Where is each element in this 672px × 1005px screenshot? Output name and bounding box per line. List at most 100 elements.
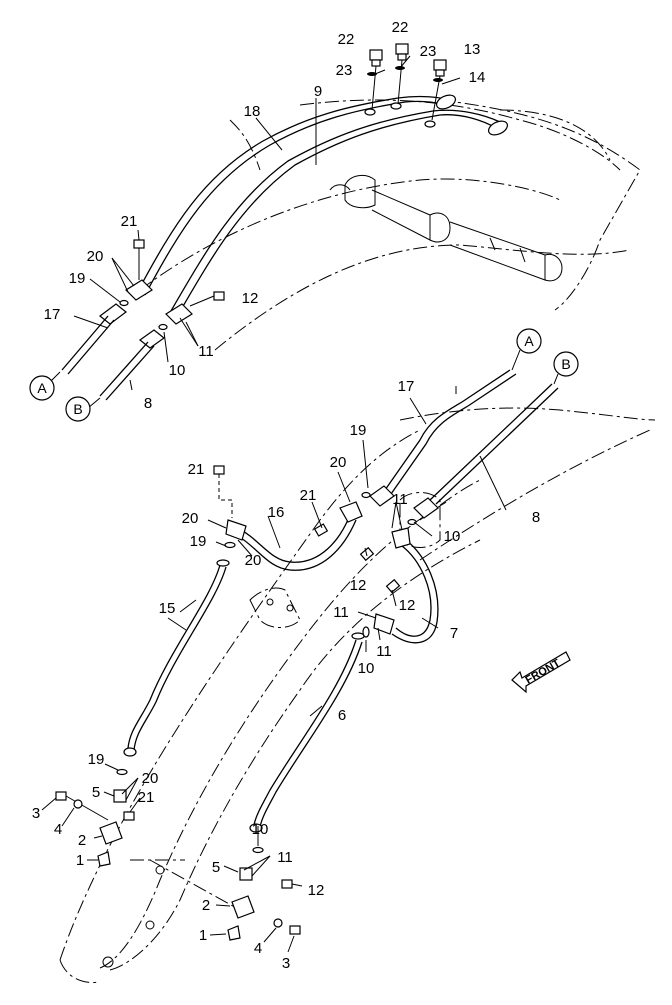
callout-21: 21	[138, 789, 155, 806]
leaders-low	[41, 763, 303, 953]
callout-11: 11	[333, 604, 349, 621]
oring-10-top	[158, 323, 168, 331]
connector-a-mid-label: A	[524, 333, 534, 349]
fitting-22-right	[390, 43, 409, 110]
callout-17: 17	[398, 378, 415, 395]
oring-10-low	[362, 626, 370, 638]
callout-14: 14	[469, 69, 486, 86]
callout-17: 17	[44, 306, 61, 323]
pipe-17-mid	[369, 369, 517, 507]
fitting-22-left	[364, 49, 383, 116]
boom-hole-1	[155, 865, 165, 875]
callout-3: 3	[282, 955, 290, 972]
bolt-21-top	[133, 239, 145, 280]
callout-20: 20	[330, 454, 347, 471]
callout-20: 20	[245, 552, 262, 569]
pipe-15	[123, 559, 230, 757]
leaders-mid	[167, 386, 507, 717]
fitting-set-right	[227, 846, 301, 941]
callout-21: 21	[300, 487, 317, 504]
bolt-21-mid	[313, 523, 329, 537]
callout-2: 2	[202, 897, 210, 914]
oring-10-mid	[407, 518, 417, 526]
callout-15: 15	[159, 600, 176, 617]
pipe-18	[137, 95, 449, 296]
callout-22: 22	[338, 31, 355, 48]
callout-21: 21	[121, 213, 138, 230]
callout-1: 1	[76, 852, 84, 869]
callout-3: 3	[32, 805, 40, 822]
callout-4: 4	[54, 821, 62, 838]
flange-8-top	[99, 329, 165, 401]
callout-8: 8	[144, 395, 152, 412]
connector-b-mid-label: B	[561, 356, 570, 372]
callout-12: 12	[242, 290, 259, 307]
boom-cylinder	[329, 174, 563, 282]
callout-16: 16	[268, 504, 285, 521]
callout-13: 13	[464, 41, 481, 58]
callout-9: 9	[314, 83, 322, 100]
bolt-12-top	[189, 291, 225, 307]
boom-hole-5	[286, 604, 294, 612]
callout-1: 1	[199, 927, 207, 944]
flange-18-end	[125, 279, 153, 301]
callout-10: 10	[169, 362, 186, 379]
callout-11: 11	[198, 343, 214, 360]
boom-hole-3	[102, 956, 114, 968]
callout-8: 8	[532, 509, 540, 526]
callout-12: 12	[399, 597, 416, 614]
connector-a-top-label: A	[37, 380, 47, 396]
boom-hole-2	[145, 920, 155, 930]
callout-5: 5	[212, 859, 220, 876]
callout-11: 11	[376, 643, 392, 660]
flange-9-end	[165, 303, 193, 325]
callout-2: 2	[78, 832, 86, 849]
callout-23: 23	[420, 43, 437, 60]
callout-19: 19	[190, 533, 207, 550]
flange-top-right	[435, 94, 509, 136]
boom-hole-4	[266, 598, 274, 606]
callout-12: 12	[350, 577, 367, 594]
callout-11: 11	[392, 491, 408, 508]
front-label: FRONT	[524, 657, 563, 686]
connector-b-mid: B	[553, 351, 579, 385]
oring-19-left	[224, 541, 236, 549]
callout-21: 21	[188, 461, 205, 478]
callout-22: 22	[392, 19, 409, 36]
connector-b-top-label: B	[73, 401, 82, 417]
pipe-9	[167, 109, 501, 321]
boom-outline-lower	[59, 407, 656, 984]
callout-19: 19	[350, 422, 367, 439]
leaders-top	[47, 55, 461, 409]
callout-23: 23	[336, 62, 353, 79]
bolt-21-mid-top	[213, 465, 233, 518]
callout-10: 10	[252, 821, 269, 838]
connector-a-mid: A	[511, 328, 542, 371]
callout-18: 18	[244, 103, 261, 120]
callout-19: 19	[69, 270, 86, 287]
callout-5: 5	[92, 784, 100, 801]
callout-7: 7	[450, 625, 458, 642]
callout-4: 4	[254, 940, 262, 957]
pipe-6	[249, 632, 365, 833]
callout-11: 11	[277, 849, 293, 866]
connector-a-top: A	[29, 375, 55, 401]
bolt-12-mid-right	[385, 578, 401, 594]
connector-b-top: B	[65, 396, 91, 422]
hose-7	[373, 527, 439, 644]
callout-20: 20	[87, 248, 104, 265]
callout-10: 10	[358, 660, 375, 677]
front-arrow: FRONT	[511, 651, 571, 694]
boom-outline-top	[139, 99, 641, 351]
oring-19-mid	[361, 491, 371, 499]
callout-19: 19	[88, 751, 105, 768]
oring-19-top	[119, 299, 129, 307]
flange-17	[61, 303, 127, 375]
callout-10: 10	[444, 528, 461, 545]
callout-labels: 22 22 23 13 23 14 9 18 21 20 19 12 17 11…	[32, 19, 540, 972]
fitting-13	[424, 59, 447, 128]
callout-12: 12	[308, 882, 325, 899]
pipe-8-mid	[413, 383, 559, 519]
